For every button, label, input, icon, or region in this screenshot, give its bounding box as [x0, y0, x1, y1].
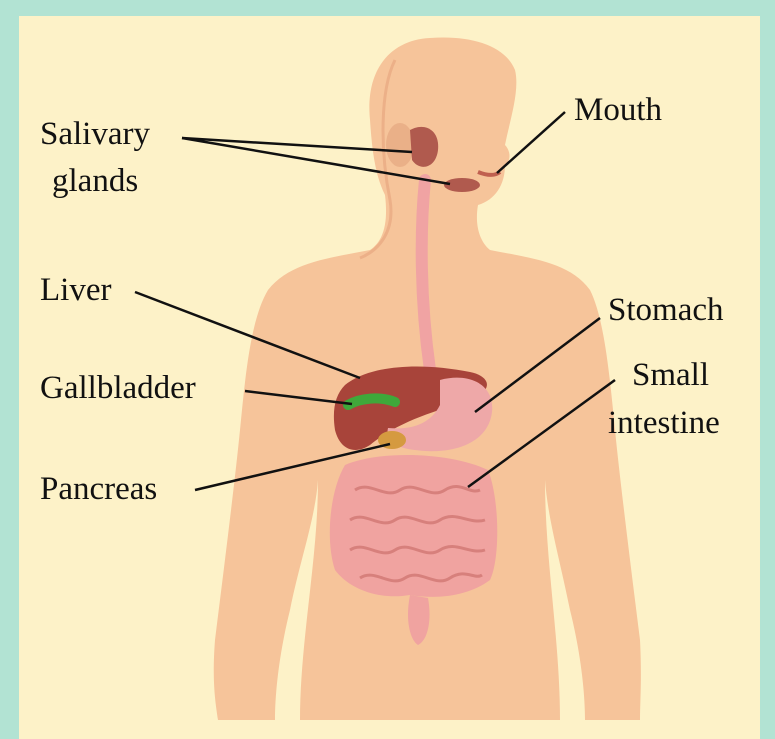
salivary-glands-label-line1: Salivary — [40, 117, 150, 151]
small-intestine-label-line1: Small — [632, 358, 709, 392]
gallbladder-label: Gallbladder — [40, 371, 196, 405]
salivary-glands-label-line2: glands — [52, 164, 138, 198]
pancreas-label: Pancreas — [40, 472, 157, 506]
liver-label: Liver — [40, 273, 111, 307]
small-intestine-label-line2: intestine — [608, 406, 720, 440]
mouth-label: Mouth — [574, 93, 662, 127]
stomach-label: Stomach — [608, 293, 723, 327]
